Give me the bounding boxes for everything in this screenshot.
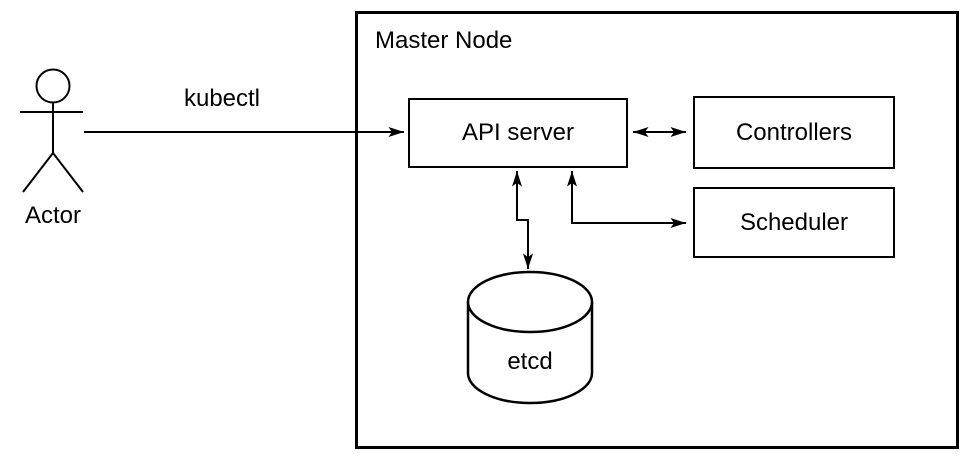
node-api-server: API server	[408, 98, 628, 168]
actor-left-leg	[22, 152, 54, 193]
node-controllers: Controllers	[693, 96, 895, 169]
actor-label: Actor	[24, 202, 81, 229]
actor-head	[35, 68, 71, 104]
node-etcd-label: etcd	[507, 348, 553, 375]
master-node-label: Master Node	[375, 27, 513, 54]
node-api-server-label: API server	[461, 119, 575, 146]
actor-right-leg	[52, 152, 84, 193]
node-scheduler: Scheduler	[693, 187, 895, 258]
node-scheduler-label: Scheduler	[739, 208, 849, 236]
node-controllers-label: Controllers	[735, 118, 853, 146]
edge-kubectl-label: kubectl	[183, 85, 261, 112]
actor-figure	[20, 68, 84, 193]
